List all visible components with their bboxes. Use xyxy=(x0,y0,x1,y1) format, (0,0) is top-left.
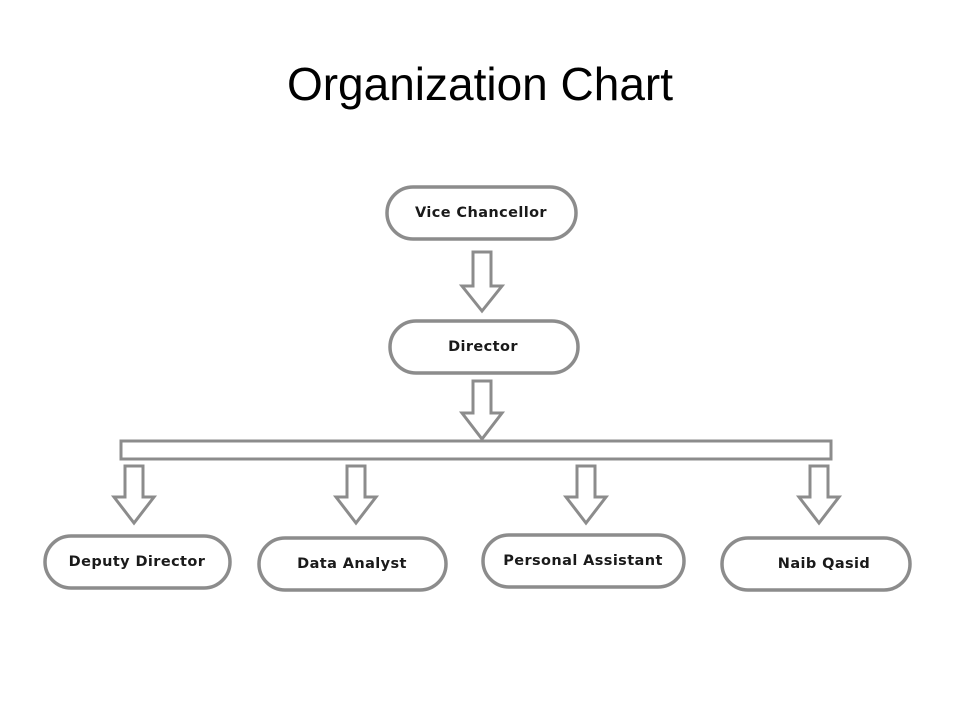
node-personal-assistant-label: Personal Assistant xyxy=(503,553,663,569)
node-data-analyst-label: Data Analyst xyxy=(297,556,407,572)
node-director: Director xyxy=(388,319,580,375)
node-vice-chancellor-shape xyxy=(385,185,578,241)
node-vice-chancellor-label: Vice Chancellor xyxy=(415,205,547,221)
arrow-down-icon xyxy=(332,464,380,526)
node-deputy-director-shape xyxy=(43,534,232,590)
arrow-down-icon xyxy=(458,379,506,442)
node-director-label: Director xyxy=(448,339,518,355)
distribution-bar xyxy=(119,439,833,461)
arrow-down-icon xyxy=(795,464,843,526)
node-deputy-director-label: Deputy Director xyxy=(69,554,206,570)
arrow-down-icon xyxy=(458,250,506,314)
arrow-down-icon xyxy=(110,464,158,526)
node-naib-qasid: Naib Qasid xyxy=(720,536,912,592)
node-deputy-director: Deputy Director xyxy=(43,534,232,590)
node-data-analyst-shape xyxy=(257,536,448,592)
node-naib-qasid-shape xyxy=(720,536,912,592)
node-personal-assistant-shape xyxy=(481,533,686,589)
node-naib-qasid-label: Naib Qasid xyxy=(778,556,870,572)
arrow-down-icon xyxy=(562,464,610,526)
slide-title: Organization Chart xyxy=(286,58,674,110)
node-data-analyst: Data Analyst xyxy=(257,536,448,592)
node-director-shape xyxy=(388,319,580,375)
node-personal-assistant: Personal Assistant xyxy=(481,533,686,589)
node-vice-chancellor: Vice Chancellor xyxy=(385,185,578,241)
